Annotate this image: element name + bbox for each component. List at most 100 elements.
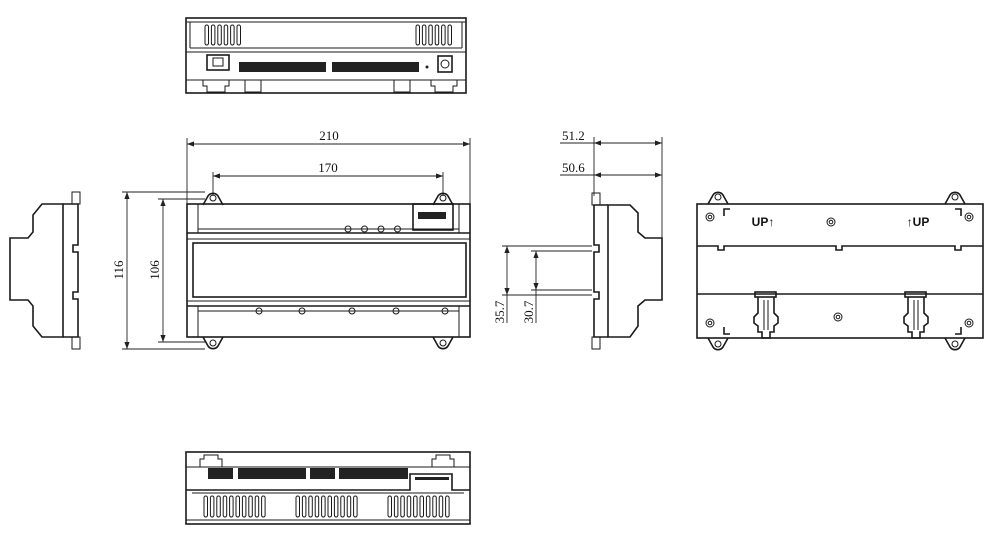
terminal-block xyxy=(238,468,306,479)
led-indicator xyxy=(392,307,400,315)
vent-slot xyxy=(419,495,424,518)
screw-icon xyxy=(964,212,974,222)
screw-center xyxy=(835,314,841,320)
vent-slot xyxy=(387,495,392,518)
led-indicator xyxy=(344,225,352,233)
dim-depth-max: 51.2 xyxy=(562,128,585,143)
screw-center xyxy=(707,320,713,326)
dip-switch xyxy=(412,203,454,231)
vent-slot xyxy=(229,495,234,518)
terminal-block xyxy=(208,468,233,479)
screw-icon xyxy=(705,212,715,222)
dc-power-jack xyxy=(437,55,453,73)
vent-slot xyxy=(445,495,450,518)
vent-slot xyxy=(308,495,313,518)
vent-slot xyxy=(406,495,412,518)
vent-slot xyxy=(209,495,215,518)
foot xyxy=(244,80,262,93)
mounting-ear xyxy=(944,337,966,351)
din-clip xyxy=(753,291,779,339)
vent-slot xyxy=(421,24,427,46)
vent-slot xyxy=(340,495,345,518)
foot xyxy=(431,454,455,467)
rj45-port xyxy=(206,54,230,71)
vent-slot xyxy=(441,24,446,46)
vent-slot xyxy=(321,495,326,518)
din-clip xyxy=(903,291,929,339)
side-view-left xyxy=(9,191,81,350)
dim-din-rail-inner: 30.7 xyxy=(521,300,536,323)
vent-slot xyxy=(230,24,235,46)
vent-slot xyxy=(295,495,300,518)
dim-din-rail-outer: 35.7 xyxy=(492,300,507,323)
vent-slot xyxy=(236,24,241,46)
status-leds xyxy=(344,225,401,233)
vent-slot xyxy=(248,495,253,518)
vent-slot xyxy=(223,24,229,46)
foot xyxy=(430,80,458,93)
led-indicator xyxy=(361,225,368,233)
screw-center xyxy=(966,214,972,220)
vent-slot xyxy=(415,24,420,46)
vent-slot xyxy=(314,495,320,518)
dim-depth-body: 50.6 xyxy=(562,160,585,175)
back-view: UP↑ ↑UP xyxy=(696,191,984,351)
bottom-view xyxy=(185,451,471,525)
terminal-block xyxy=(310,468,335,479)
mounting-ear xyxy=(707,191,729,205)
mounting-ear xyxy=(432,336,454,350)
vent-slot xyxy=(438,495,444,518)
vent-slot xyxy=(434,24,440,46)
screw-center xyxy=(707,214,713,220)
vent-slot xyxy=(327,495,332,518)
dim-overall-width: 210 xyxy=(319,128,339,143)
vent-slot xyxy=(241,495,247,518)
foot xyxy=(202,80,230,93)
vent-slot xyxy=(203,495,208,518)
up-label-right: ↑UP xyxy=(907,215,930,229)
dim-mount-spacing: 170 xyxy=(318,160,338,175)
terminal-block xyxy=(332,62,419,72)
led-indicator xyxy=(298,307,306,315)
port-leds xyxy=(255,307,449,315)
mounting-ear xyxy=(707,337,729,351)
dip-switch-edge xyxy=(415,477,449,480)
vent-slot xyxy=(400,495,405,518)
vent-slot xyxy=(425,495,431,518)
foot xyxy=(393,80,411,93)
top-view xyxy=(185,17,467,94)
vent-slot xyxy=(333,495,339,518)
foot xyxy=(199,454,223,467)
vent-slot xyxy=(428,24,433,46)
mounting-ear xyxy=(432,192,454,206)
screw-center xyxy=(828,219,834,225)
vent-slot xyxy=(204,24,209,46)
vent-slot xyxy=(413,495,418,518)
vent-slot xyxy=(353,495,358,518)
up-label-left: UP↑ xyxy=(752,215,775,229)
led-indicator xyxy=(348,307,356,315)
vent-slot xyxy=(217,24,222,46)
vent-slot xyxy=(210,24,216,46)
screw-icon xyxy=(705,318,715,328)
vent-slot xyxy=(216,495,221,518)
vent-slot xyxy=(346,495,352,518)
screw-center xyxy=(966,320,972,326)
led-indicator xyxy=(441,307,449,315)
vent-slot xyxy=(235,495,240,518)
led-indicator xyxy=(394,225,401,233)
ventilation-slots xyxy=(204,24,452,46)
dim-overall-height: 116 xyxy=(111,260,126,280)
screw-icon xyxy=(964,318,974,328)
vent-slot xyxy=(447,24,452,46)
vent-slot xyxy=(432,495,437,518)
mounting-ear xyxy=(944,191,966,205)
screw-icon xyxy=(833,312,843,322)
vent-slot xyxy=(222,495,228,518)
mounting-ear xyxy=(202,192,224,206)
screws xyxy=(705,212,974,328)
vent-slot xyxy=(393,495,399,518)
terminal-block xyxy=(339,468,408,479)
indicator-dot xyxy=(425,65,429,69)
